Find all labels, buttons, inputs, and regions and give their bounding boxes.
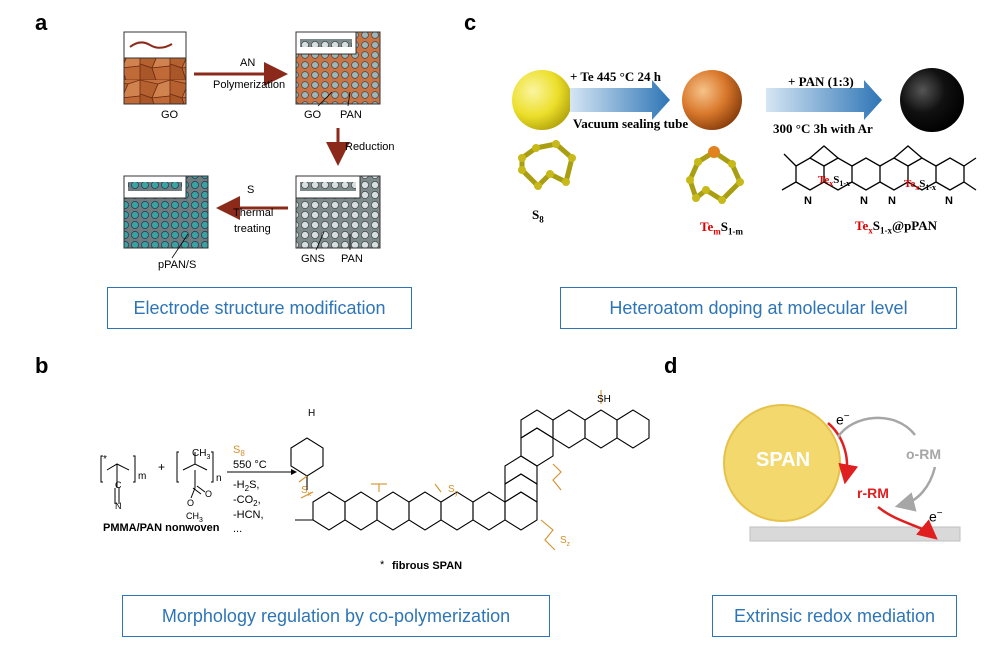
label-m: m bbox=[138, 471, 147, 482]
label-step2-bottom: 300 °C 3h with Ar bbox=[773, 121, 873, 136]
label-pan-2: PAN bbox=[341, 253, 363, 265]
label-n-3: N bbox=[888, 195, 896, 207]
label-c: C bbox=[115, 480, 122, 490]
label-nonwoven: PMMA/PAN nonwoven bbox=[103, 522, 220, 534]
label-o-rm: o-RM bbox=[906, 446, 941, 462]
label-star-1: * bbox=[103, 454, 107, 465]
electron-transfer-arrow-2 bbox=[877, 506, 938, 540]
pan-monomer bbox=[100, 455, 136, 504]
label-ppan-s: pPAN/S bbox=[158, 259, 197, 271]
panel-letter-c: c bbox=[464, 10, 477, 35]
gns-pan-composite bbox=[295, 175, 381, 251]
tem-atoms bbox=[686, 158, 744, 204]
panel-letter-b: b bbox=[35, 353, 49, 378]
pmma-monomer bbox=[176, 451, 214, 499]
oxidation-arc bbox=[836, 416, 916, 438]
label-e-top: e− bbox=[836, 411, 850, 428]
label-tex-s1x-right: TexS1-x bbox=[904, 178, 937, 193]
panel-d-schematic bbox=[723, 404, 961, 542]
label-go-2: GO bbox=[304, 109, 322, 121]
label-n-1: N bbox=[804, 195, 812, 207]
s8-atoms bbox=[518, 140, 576, 190]
label-an: AN bbox=[240, 57, 256, 69]
caption-electrode-structure: Electrode structure modification bbox=[107, 287, 412, 329]
electrode-plate bbox=[749, 526, 961, 542]
label-o: O bbox=[205, 489, 213, 499]
label-nh: H bbox=[308, 408, 316, 419]
label-e-bottom: e− bbox=[929, 508, 943, 525]
label-co2: -CO2, bbox=[233, 494, 261, 509]
label-s8: S8 bbox=[532, 207, 544, 225]
label-thermal: Thermal bbox=[233, 207, 274, 219]
label-n-4: N bbox=[945, 195, 953, 207]
label-n: n bbox=[216, 473, 222, 484]
label-sy: Sy bbox=[448, 484, 459, 497]
panel-b-structure bbox=[100, 390, 650, 551]
te-sulfur-ball bbox=[682, 70, 742, 130]
label-go: GO bbox=[161, 109, 179, 121]
label-span: SPAN bbox=[756, 449, 811, 471]
label-sh: SH bbox=[597, 394, 611, 405]
label-fibrous-span: fibrous SPAN bbox=[392, 560, 463, 572]
panel-a-schematic bbox=[123, 31, 381, 259]
label-step1-bottom: Vacuum sealing tube bbox=[573, 116, 689, 131]
label-reduction: Reduction bbox=[345, 141, 395, 153]
caption-redox-mediation: Extrinsic redox mediation bbox=[712, 595, 957, 637]
label-ch3: CH3 bbox=[192, 448, 211, 461]
label-s8-reagent: S8 bbox=[233, 444, 245, 459]
span-backbone bbox=[290, 409, 650, 531]
panel-c-schematic bbox=[512, 68, 977, 204]
panel-letter-a: a bbox=[35, 10, 48, 35]
label-och3: O bbox=[187, 498, 195, 508]
label-h2s: -H2S, bbox=[233, 479, 260, 494]
label-tex-ppan: TexS1-x@pPAN bbox=[855, 218, 938, 236]
label-tex-s1x-left: TexS1-x bbox=[818, 174, 851, 189]
label-s: S bbox=[247, 184, 255, 196]
label-nitrile-n: N bbox=[115, 501, 122, 511]
panel-letter-d: d bbox=[664, 353, 678, 378]
label-plus: + bbox=[158, 460, 166, 474]
label-step2-top: + PAN (1:3) bbox=[788, 74, 854, 89]
label-pan: PAN bbox=[340, 109, 362, 121]
ppan-structure bbox=[781, 145, 977, 191]
label-star-2: * bbox=[380, 559, 385, 571]
label-gns: GNS bbox=[301, 253, 325, 265]
sulfur-ball bbox=[512, 70, 572, 130]
label-sz: Sz bbox=[560, 535, 571, 548]
label-step1-top: + Te 445 °C 24 h bbox=[570, 69, 661, 84]
label-tem-s1m: TemS1-m bbox=[700, 219, 743, 237]
label-n-2: N bbox=[860, 195, 868, 207]
go-pan-composite bbox=[295, 31, 381, 107]
ppan-s-composite bbox=[123, 175, 209, 259]
caption-morphology: Morphology regulation by co-polymerizati… bbox=[122, 595, 550, 637]
arrow-te-doping bbox=[570, 80, 670, 120]
label-ch3-b: CH3 bbox=[186, 511, 203, 524]
label-treating: treating bbox=[234, 223, 271, 235]
go-sheet-stack bbox=[123, 31, 187, 105]
label-polymerization: Polymerization bbox=[213, 79, 286, 91]
electron-transfer-arrow-1 bbox=[827, 422, 859, 485]
label-sx: Sx bbox=[301, 485, 312, 498]
reduction-arc bbox=[894, 466, 937, 512]
label-dots: ... bbox=[233, 523, 243, 535]
sulfur-chains bbox=[298, 390, 602, 551]
tex-ppan-ball bbox=[900, 68, 964, 132]
te-atom bbox=[708, 146, 720, 158]
label-hcn: -HCN, bbox=[233, 509, 264, 521]
label-temp: 550 °C bbox=[233, 459, 267, 471]
caption-heteroatom-doping: Heteroatom doping at molecular level bbox=[560, 287, 957, 329]
label-r-rm: r-RM bbox=[857, 485, 889, 501]
arrow-pan bbox=[766, 80, 882, 120]
